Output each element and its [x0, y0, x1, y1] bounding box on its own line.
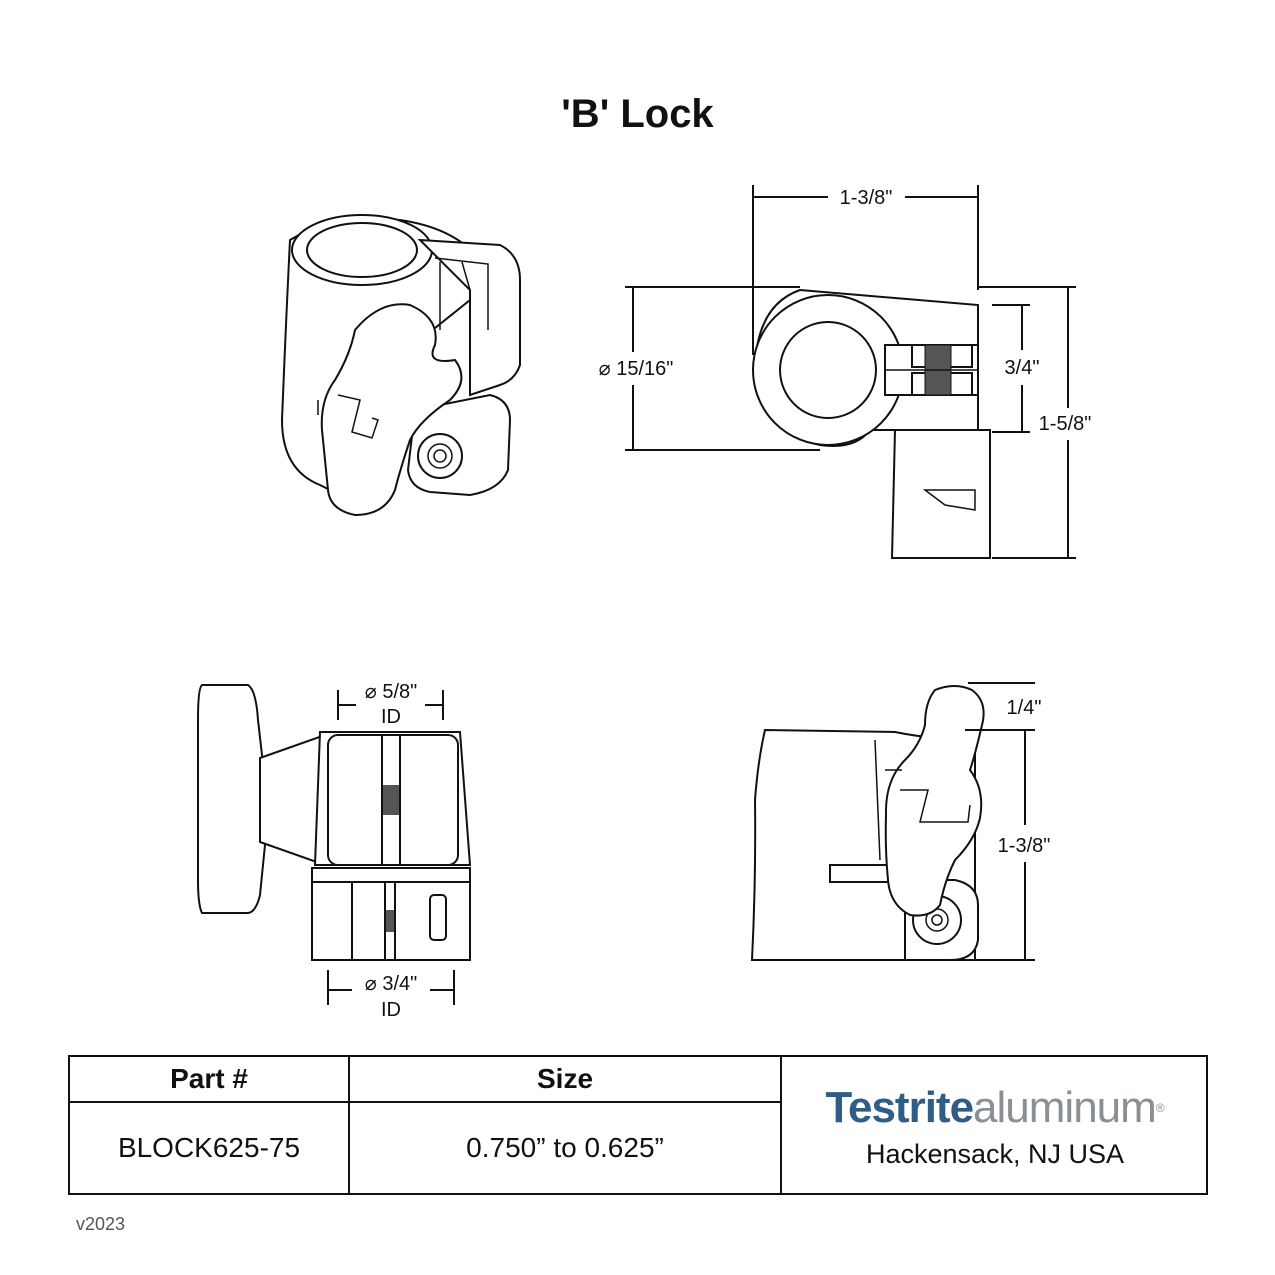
page-title: 'B' Lock	[561, 92, 714, 136]
front-view: ⌀ 5/8" ID ⌀ 3/4" ID	[197, 681, 472, 1021]
spec-table: Part # Size BLOCK625-75 0.750” to 0.625”…	[68, 1055, 1208, 1195]
dim-right-top: 1/4"	[1007, 697, 1042, 719]
header-size: Size	[350, 1057, 780, 1103]
dim-right-height: 1-3/8"	[998, 835, 1051, 857]
dim-front-bottom-id: ⌀ 3/4"	[365, 973, 418, 995]
header-part-number: Part #	[70, 1057, 350, 1103]
brand-name-bold: Testrite	[825, 1083, 974, 1132]
dim-front-top-id-label: ID	[381, 706, 401, 728]
dim-side-width: 1-3/8"	[840, 187, 893, 209]
brand-name-light: aluminum	[973, 1083, 1157, 1132]
side-view: 1-3/8" ⌀ 15/16" 3/4" 1-5/8"	[599, 185, 1092, 559]
technical-drawing: T 1-3/8" ⌀ 15/16" 3/4"	[197, 185, 1092, 1021]
cell-size: 0.750” to 0.625”	[466, 1132, 664, 1163]
dim-side-height: 1-5/8"	[1039, 413, 1092, 435]
right-view: 1/4" 1-3/8"	[750, 682, 1051, 961]
trademark-symbol: ®	[1155, 1101, 1165, 1115]
brand-location: Hackensack, NJ USA	[865, 1139, 1125, 1169]
brand-block: Testritealuminum® Hackensack, NJ USA	[780, 1057, 1208, 1193]
dim-side-gap: 3/4"	[1005, 357, 1040, 379]
dim-side-od: ⌀ 15/16"	[599, 358, 674, 380]
isometric-view: T	[280, 214, 521, 517]
dim-front-top-id: ⌀ 5/8"	[365, 681, 418, 703]
version-label: v2023	[76, 1214, 126, 1234]
brand-logo: Testritealuminum®	[782, 1083, 1208, 1133]
dim-front-bottom-id-label: ID	[381, 999, 401, 1021]
cell-part-number: BLOCK625-75	[70, 1103, 350, 1193]
